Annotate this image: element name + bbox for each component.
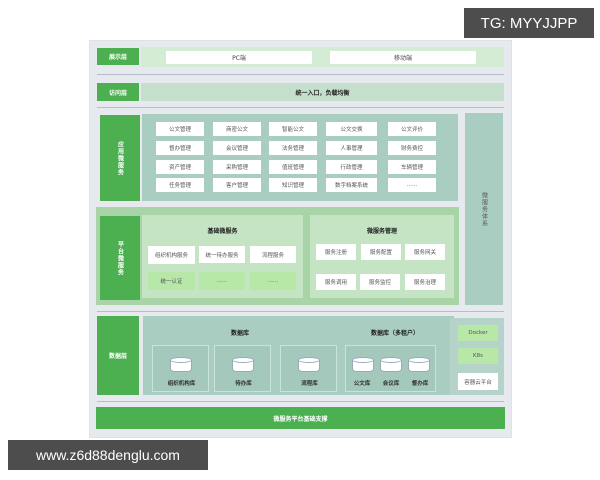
db-label-supervision: 督办库 bbox=[411, 381, 429, 387]
access-layer-label: 访问层 bbox=[97, 83, 139, 101]
db-group-workflow: 流程库 bbox=[280, 345, 337, 392]
multi-tenant-database-title: 数据库（多租户） bbox=[370, 330, 419, 337]
database-cylinder-icon bbox=[408, 357, 430, 373]
application-service-cell: 公文管理 bbox=[156, 122, 204, 136]
db-group-org: 组织机构库 bbox=[152, 345, 209, 392]
platform-layer-label: 平台微服务 bbox=[100, 216, 140, 300]
application-layer-label: 应用微服务 bbox=[100, 115, 140, 201]
microservice-system-label: 微服务体系 bbox=[480, 191, 488, 227]
application-service-cell: 车辆管理 bbox=[388, 160, 436, 174]
application-service-cell: ...... bbox=[388, 178, 436, 192]
database-cylinder-icon bbox=[298, 357, 320, 373]
db-label-org: 组织机构库 bbox=[167, 381, 196, 387]
application-service-cell: 智能公文 bbox=[269, 122, 317, 136]
application-service-cell: 行政管理 bbox=[326, 160, 377, 174]
application-service-cell: 督办管理 bbox=[156, 141, 204, 155]
database-title: 数据库 bbox=[230, 330, 249, 337]
divider bbox=[97, 311, 504, 312]
docker-box: Docker bbox=[458, 325, 498, 341]
application-service-cell: 任务管理 bbox=[156, 178, 204, 192]
application-service-cell: 公文交换 bbox=[326, 122, 377, 136]
mgmt-service-config: 服务配置 bbox=[361, 244, 401, 260]
service-placeholder: ...... bbox=[250, 272, 296, 290]
application-service-cell: 法务管理 bbox=[269, 141, 317, 155]
pc-client-box: PC端 bbox=[166, 51, 312, 64]
database-cylinder-icon bbox=[232, 357, 254, 373]
db-group-todo: 待办库 bbox=[214, 345, 271, 392]
basic-microservices-title: 基础微服务 bbox=[207, 228, 238, 235]
database-cylinder-icon bbox=[352, 357, 374, 373]
mgmt-service-registry: 服务注册 bbox=[316, 244, 356, 260]
application-service-cell: 采购管理 bbox=[213, 160, 261, 174]
mgmt-service-invoke: 服务调用 bbox=[316, 274, 356, 290]
application-service-cell: 值班管理 bbox=[269, 160, 317, 174]
k8s-box: K8s bbox=[458, 348, 498, 364]
watermark-top-right: TG: MYYJJPP bbox=[464, 8, 594, 38]
microservice-management-title: 微服务管理 bbox=[366, 228, 397, 235]
application-services-grid: 公文管理商密公文智能公文公文交换公文评价督办管理会议管理法务管理人事管理财务费控… bbox=[156, 122, 444, 194]
divider bbox=[97, 107, 504, 108]
db-label-document: 公文库 bbox=[353, 381, 371, 387]
service-org-structure: 组织机构服务 bbox=[148, 246, 195, 264]
application-service-cell: 人事管理 bbox=[326, 141, 377, 155]
database-cylinder-icon bbox=[170, 357, 192, 373]
divider bbox=[97, 74, 504, 75]
presentation-layer-label: 展示层 bbox=[97, 48, 139, 65]
data-layer-label: 数据层 bbox=[97, 316, 139, 395]
mgmt-service-gateway: 服务网关 bbox=[405, 244, 445, 260]
application-service-cell: 数字档案系统 bbox=[326, 178, 377, 192]
foundation-bar: 微服务平台基础支撑 bbox=[96, 407, 505, 429]
application-service-cell: 会议管理 bbox=[213, 141, 261, 155]
watermark-bottom-left: www.z6d88denglu.com bbox=[8, 440, 208, 470]
application-service-cell: 财务费控 bbox=[388, 141, 436, 155]
service-workflow: 流程服务 bbox=[250, 246, 296, 263]
mgmt-service-governance: 服务治理 bbox=[405, 274, 445, 290]
service-unified-todo: 统一待办服务 bbox=[199, 246, 245, 263]
application-service-cell: 公文评价 bbox=[388, 122, 436, 136]
microservice-system-column: 微服务体系 bbox=[465, 113, 503, 305]
db-label-workflow: 流程库 bbox=[301, 381, 318, 387]
application-service-cell: 商密公文 bbox=[213, 122, 261, 136]
mgmt-service-monitor: 服务监控 bbox=[360, 274, 400, 290]
access-layer-content: 统一入口，负载均衡 bbox=[141, 83, 504, 101]
database-cylinder-icon bbox=[380, 357, 402, 373]
service-placeholder: ...... bbox=[199, 272, 245, 290]
mobile-client-box: 移动端 bbox=[330, 51, 476, 64]
db-group-multi-tenant: 公文库 会议库 督办库 bbox=[345, 345, 436, 392]
application-service-cell: 客户管理 bbox=[213, 178, 261, 192]
application-service-cell: 知识管理 bbox=[269, 178, 317, 192]
application-service-cell: 资产管理 bbox=[156, 160, 204, 174]
service-unified-auth: 统一认证 bbox=[148, 272, 195, 290]
container-cloud-box: 容器云平台 bbox=[458, 373, 498, 390]
db-label-meeting: 会议库 bbox=[382, 381, 400, 387]
db-label-todo: 待办库 bbox=[235, 381, 252, 387]
divider bbox=[97, 401, 504, 402]
